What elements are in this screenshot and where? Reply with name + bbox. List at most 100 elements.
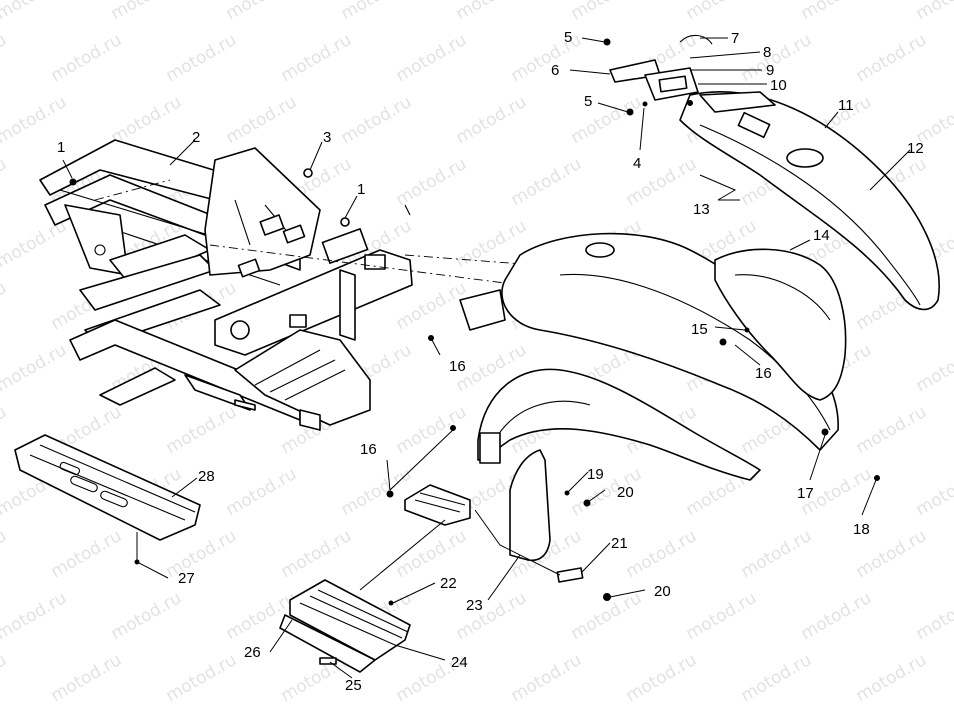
callout-16: 16	[449, 358, 466, 375]
callout-25: 25	[345, 677, 362, 694]
watermark-text: motod.ru	[913, 340, 954, 396]
watermark-text: motod.ru	[0, 402, 10, 458]
watermark-text: motod.ru	[393, 402, 471, 458]
callout-19: 19	[587, 466, 604, 483]
watermark-text: motod.ru	[338, 0, 416, 24]
callout-21: 21	[611, 535, 628, 552]
watermark-text: motod.ru	[393, 30, 471, 86]
callout-3: 3	[323, 129, 331, 146]
watermark-text: motod.ru	[223, 92, 301, 148]
callout-5b: 5	[584, 93, 592, 110]
watermark-text: motod.ru	[0, 278, 10, 334]
alignment-line	[94, 179, 171, 201]
callout-1: 1	[57, 139, 65, 156]
callout-9: 9	[766, 62, 774, 79]
watermark-text: motod.ru	[48, 30, 126, 86]
watermark-text: motod.ru	[683, 0, 761, 24]
callout-10: 10	[770, 77, 787, 94]
watermark-text: motod.ru	[48, 650, 126, 706]
watermark-text: motod.ru	[853, 402, 931, 458]
front-fender-icon	[459, 232, 839, 481]
watermark-text: motod.ru	[393, 154, 471, 210]
callout-26: 26	[244, 644, 261, 661]
watermark-text: motod.ru	[623, 650, 701, 706]
callout-4: 4	[633, 155, 641, 172]
watermark-text: motod.ru	[683, 588, 761, 644]
watermark-text: motod.ru	[913, 464, 954, 520]
watermark-text: motod.ru	[453, 0, 531, 24]
callout-23: 23	[466, 597, 483, 614]
watermark-text: motod.ru	[913, 588, 954, 644]
rear-fender-icon	[679, 91, 940, 311]
watermark-text: motod.ru	[48, 526, 126, 582]
watermark-text: motod.ru	[0, 0, 70, 24]
watermark-text: motod.ru	[0, 30, 10, 86]
callout-17: 17	[797, 485, 814, 502]
watermark-text: motod.ru	[108, 0, 186, 24]
frame-icon	[39, 139, 413, 431]
callout-11: 11	[838, 97, 854, 114]
watermark-text: motod.ru	[738, 526, 816, 582]
callout-7: 7	[731, 30, 739, 47]
watermark-text: motod.ru	[798, 588, 876, 644]
watermark-text: motod.ru	[508, 650, 586, 706]
callout-14: 14	[813, 227, 830, 244]
watermark-text: motod.ru	[853, 30, 931, 86]
callout-5: 5	[564, 29, 572, 46]
watermark-text: motod.ru	[108, 92, 186, 148]
watermark-text: motod.ru	[913, 0, 954, 24]
footrest-icon	[279, 484, 471, 673]
watermark-text: motod.ru	[508, 154, 586, 210]
watermark-text: motod.ru	[338, 464, 416, 520]
watermark-text: motod.ru	[108, 588, 186, 644]
watermark-text: motod.ru	[568, 92, 646, 148]
alignment-line	[404, 254, 536, 266]
callout-20b: 20	[654, 583, 671, 600]
callout-20: 20	[617, 484, 634, 501]
callout-2: 2	[192, 129, 200, 146]
callout-18: 18	[853, 521, 870, 538]
watermark-text: motod.ru	[508, 30, 586, 86]
watermark-text: motod.ru	[278, 526, 356, 582]
watermark-text: motod.ru	[0, 526, 10, 582]
mud-flap-icon	[509, 449, 584, 583]
leader-lines	[62, 37, 911, 679]
watermark-text: motod.ru	[278, 30, 356, 86]
watermark-text: motod.ru	[453, 92, 531, 148]
watermark-text: motod.ru	[738, 650, 816, 706]
watermark-text: motod.ru	[0, 216, 70, 272]
watermark-text: motod.ru	[223, 464, 301, 520]
watermark-text: motod.ru	[853, 650, 931, 706]
watermark-text: motod.ru	[0, 588, 70, 644]
hardware-icon	[69, 168, 880, 606]
callout-28: 28	[198, 468, 215, 485]
callout-24: 24	[451, 654, 468, 671]
alignment-line	[209, 244, 521, 286]
callouts: 1 2 3 1 5 7 6 8 9 10 5 4 11 12 13 14 15 …	[57, 29, 924, 694]
callout-22: 22	[440, 575, 457, 592]
callout-6: 6	[551, 62, 559, 79]
watermark-text: motod.ru	[0, 650, 10, 706]
watermark-text: motod.ru	[568, 0, 646, 24]
callout-27: 27	[178, 570, 195, 587]
callout-13: 13	[693, 201, 710, 218]
watermark-text: motod.ru	[0, 340, 70, 396]
callout-16c: 16	[360, 441, 377, 458]
watermark-text: motod.ru	[453, 588, 531, 644]
watermark-text: motod.ru	[338, 92, 416, 148]
skid-plate-icon	[14, 434, 201, 541]
taillight-icon	[603, 34, 713, 116]
watermark-text: motod.ru	[0, 154, 10, 210]
watermark-text: motod.ru	[623, 526, 701, 582]
watermark-text: motod.ru	[163, 30, 241, 86]
watermark-text: motod.ru	[798, 0, 876, 24]
callout-1b: 1	[357, 181, 365, 198]
callout-12: 12	[907, 140, 924, 157]
watermark-text: motod.ru	[163, 650, 241, 706]
callout-8: 8	[763, 44, 771, 61]
watermark-text: motod.ru	[223, 0, 301, 24]
callout-16b: 16	[755, 365, 772, 382]
callout-15: 15	[691, 321, 708, 338]
